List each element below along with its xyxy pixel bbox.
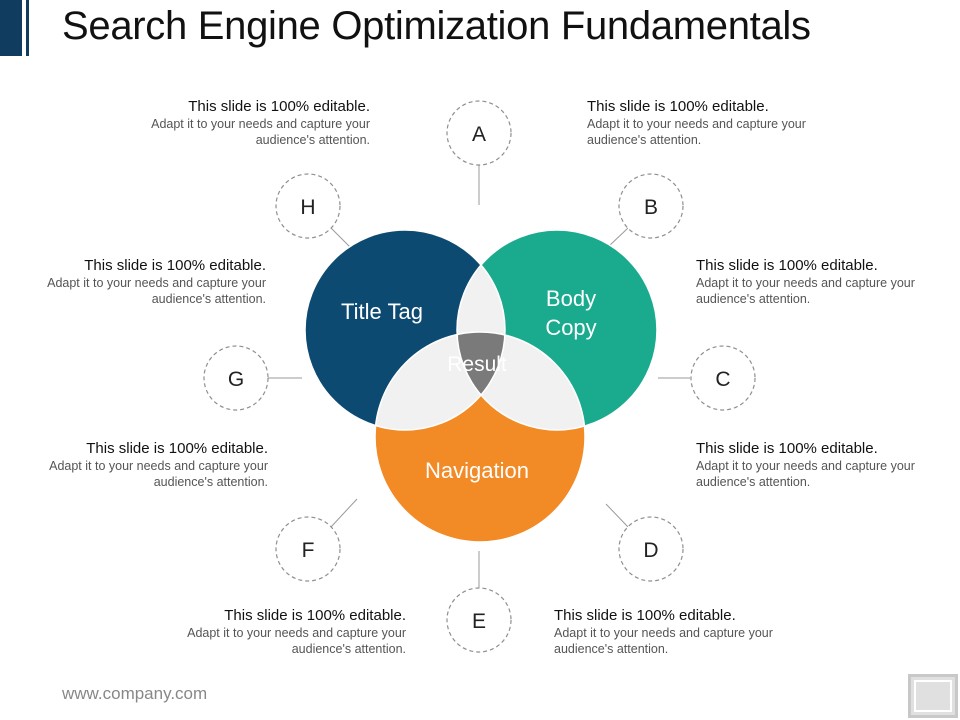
label-body-copy-line2: Copy bbox=[545, 315, 596, 340]
note-heading: This slide is 100% editable. bbox=[224, 607, 406, 624]
venn-labels: Title Tag Body Copy Navigation Result bbox=[341, 286, 597, 483]
overlap-title-navigation bbox=[375, 332, 505, 430]
note-f: This slide is 100% editable. Adapt it to… bbox=[696, 440, 956, 490]
note-body: Adapt it to your needs and capture your … bbox=[187, 626, 406, 656]
node-circle-a bbox=[446, 100, 512, 166]
node-circle-d bbox=[618, 516, 684, 582]
note-body: Adapt it to your needs and capture your … bbox=[47, 276, 266, 306]
note-body: Adapt it to your needs and capture your … bbox=[696, 459, 915, 489]
note-body: Adapt it to your needs and capture your … bbox=[587, 117, 806, 147]
node-label-d: D bbox=[643, 539, 658, 562]
overlap-body-navigation bbox=[457, 332, 585, 430]
note-e: This slide is 100% editable. Adapt it to… bbox=[8, 440, 268, 490]
slide-corner-mark bbox=[908, 674, 958, 718]
node-label-h: H bbox=[300, 196, 315, 219]
note-heading: This slide is 100% editable. bbox=[587, 98, 769, 115]
node-circles bbox=[203, 100, 756, 653]
note-heading: This slide is 100% editable. bbox=[554, 607, 736, 624]
note-heading: This slide is 100% editable. bbox=[696, 440, 878, 457]
note-heading: This slide is 100% editable. bbox=[696, 257, 878, 274]
node-label-c: C bbox=[715, 368, 730, 391]
title-accent-bar bbox=[0, 0, 22, 56]
connector-f bbox=[330, 498, 358, 528]
node-circle-c bbox=[690, 345, 756, 411]
note-body: Adapt it to your needs and capture your … bbox=[151, 117, 370, 147]
note-heading: This slide is 100% editable. bbox=[84, 257, 266, 274]
label-navigation: Navigation bbox=[425, 458, 529, 483]
note-b: This slide is 100% editable. Adapt it to… bbox=[587, 98, 847, 148]
node-circle-g bbox=[203, 345, 269, 411]
note-body: Adapt it to your needs and capture your … bbox=[554, 626, 773, 656]
node-label-g: G bbox=[228, 368, 244, 391]
note-g: This slide is 100% editable. Adapt it to… bbox=[146, 607, 406, 657]
node-circle-f bbox=[275, 516, 341, 582]
note-a: This slide is 100% editable. Adapt it to… bbox=[110, 98, 370, 148]
connector-b bbox=[607, 227, 629, 248]
note-heading: This slide is 100% editable. bbox=[86, 440, 268, 457]
label-body-copy-line1: Body bbox=[546, 286, 596, 311]
note-body: Adapt it to your needs and capture your … bbox=[49, 459, 268, 489]
node-circle-h bbox=[275, 173, 341, 239]
note-body: Adapt it to your needs and capture your … bbox=[696, 276, 915, 306]
node-circle-e bbox=[446, 587, 512, 653]
node-letters: A B C D E F G H bbox=[228, 123, 731, 633]
connector-d bbox=[605, 503, 629, 528]
note-c: This slide is 100% editable. Adapt it to… bbox=[6, 257, 266, 307]
node-label-f: F bbox=[302, 539, 315, 562]
note-h: This slide is 100% editable. Adapt it to… bbox=[554, 607, 814, 657]
venn-outlines bbox=[304, 229, 658, 543]
label-title-tag: Title Tag bbox=[341, 299, 423, 324]
node-label-a: A bbox=[472, 123, 486, 146]
note-heading: This slide is 100% editable. bbox=[188, 98, 370, 115]
footer-url[interactable]: www.company.com bbox=[62, 684, 208, 703]
node-label-e: E bbox=[472, 610, 486, 633]
note-d: This slide is 100% editable. Adapt it to… bbox=[696, 257, 956, 307]
label-result: Result bbox=[447, 353, 507, 376]
title-accent-line bbox=[26, 0, 29, 56]
node-circle-b bbox=[618, 173, 684, 239]
node-label-b: B bbox=[644, 196, 658, 219]
slide-title: Search Engine Optimization Fundamentals bbox=[62, 4, 811, 48]
